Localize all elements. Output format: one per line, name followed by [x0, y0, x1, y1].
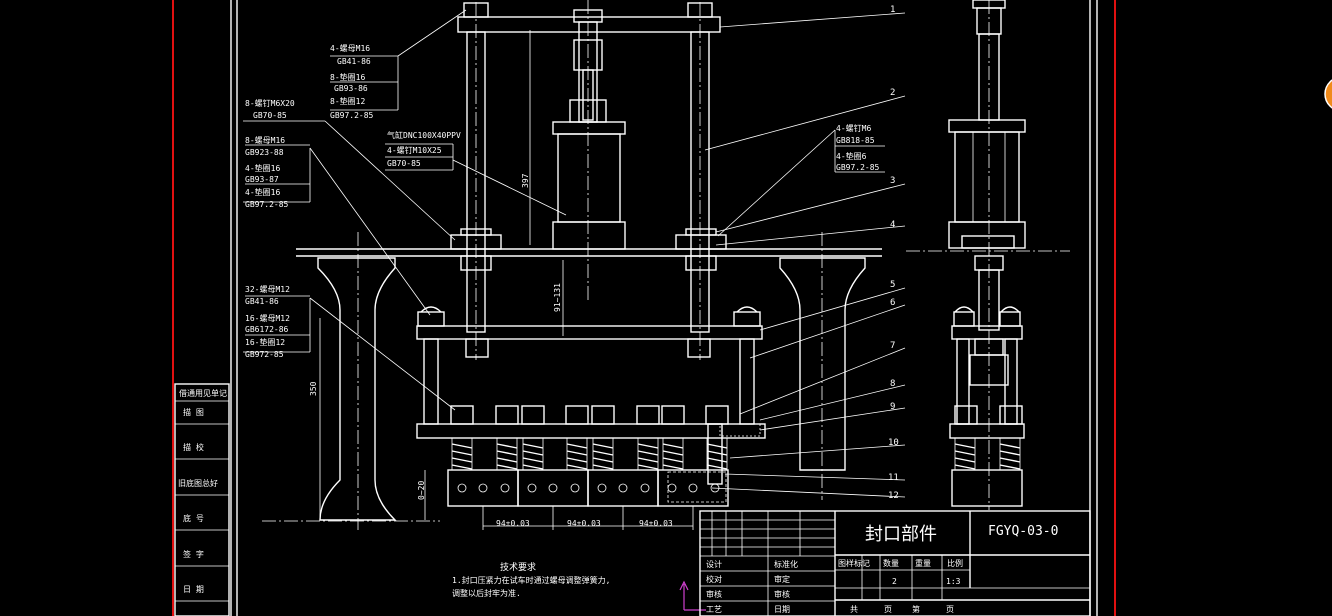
- dim-350: 350: [309, 381, 318, 396]
- side-view: [948, 0, 1026, 510]
- tb-left-0: 设计: [706, 559, 722, 569]
- annot-gb818: GB818-85: [836, 136, 875, 145]
- annot-nut-m16-mid: 8-螺母M16: [245, 135, 285, 145]
- dim-stroke: 91~131: [553, 283, 562, 312]
- part-annotations: 4-螺母M16 GB41-86 8-垫圈16 GB93-86 8-垫圈12 GB…: [245, 43, 880, 359]
- annot-nut-m12: 32-螺母M12: [245, 284, 290, 294]
- annot-washer16-a: 8-垫圈16: [330, 72, 365, 82]
- tb-header-1: 数量: [883, 558, 899, 568]
- annot-gb41-b: GB41-86: [245, 297, 279, 306]
- rev-row-old: 旧底图总好: [178, 478, 218, 488]
- tb-left-2: 审核: [706, 589, 722, 599]
- annot-gb6172: GB6172-86: [245, 325, 289, 334]
- dim-pitch-3: 94±0.03: [639, 519, 673, 528]
- part-number: 2: [890, 88, 895, 98]
- tb-sheet-2: 第: [912, 604, 920, 614]
- scroll-indicator-icon[interactable]: [1324, 77, 1332, 111]
- tb-left-1: 校对: [706, 574, 722, 584]
- annot-washer12-b: 16-垫圈12: [245, 337, 285, 347]
- title-block: 封口部件 FGYQ-03-0 设计 校对 审核 工艺 标准化 审定 审核 日期 …: [699, 510, 1091, 616]
- dim-pitch-1: 94±0.03: [496, 519, 530, 528]
- dim-397: 397: [521, 173, 530, 188]
- annot-screw-m6x20: 8-螺钉M6X20: [245, 98, 295, 108]
- annot-washer12-a: 8-垫圈12: [330, 96, 365, 106]
- revision-panel: 借通用见单记 描 图 描 校 旧底图总好 底 号 签 字 日 期: [174, 383, 230, 616]
- annot-screw-m6: 4-螺钉M6: [836, 123, 871, 133]
- annot-gb972: GB972-85: [245, 350, 284, 359]
- tb-left2-0: 标准化: [774, 559, 798, 569]
- annot-nut-m16-top: 4-螺母M16: [330, 43, 370, 53]
- tb-left2-1: 审定: [774, 574, 790, 584]
- ucs-axis-icon: [679, 580, 706, 611]
- part-number: 7: [890, 341, 895, 351]
- dim-travel: 0~20: [417, 481, 426, 500]
- tb-left2-2: 审核: [774, 589, 790, 599]
- tech-req-line1: 1.封口压紧力在试车时通过螺母调整弹簧力,: [452, 575, 610, 585]
- tb-left2-3: 日期: [774, 605, 790, 614]
- annot-cylinder: 气缸DNC100X40PPV: [387, 130, 461, 140]
- title-block-code: FGYQ-03-0: [988, 524, 1058, 539]
- rev-row-sign: 签 字: [183, 549, 204, 559]
- dim-pitch-2: 94±0.03: [567, 519, 601, 528]
- tech-req-line2: 调整以后封牢为准.: [452, 588, 521, 598]
- tb-qty: 2: [892, 577, 897, 586]
- part-number: 6: [890, 298, 895, 308]
- rev-row-check: 描 校: [183, 442, 204, 452]
- tb-scale: 1:3: [946, 577, 961, 586]
- annot-gb923: GB923-88: [245, 148, 284, 157]
- tech-req-title: 技术要求: [500, 561, 536, 573]
- annot-gb97-c: GB97.2-85: [836, 163, 880, 172]
- part-number: 12: [888, 491, 899, 501]
- tb-sheet-1: 页: [884, 605, 892, 614]
- annot-gb93-b: GB93-87: [245, 175, 279, 184]
- part-number: 8: [890, 379, 895, 389]
- dimension-lines: [319, 30, 694, 530]
- annot-washer16-b: 4-垫圈16: [245, 163, 280, 173]
- title-block-name: 封口部件: [865, 524, 937, 545]
- rev-row-date: 日 期: [183, 585, 204, 594]
- part-number: 3: [890, 176, 895, 186]
- annot-gb97-a: GB97.2-85: [330, 111, 374, 120]
- part-number: 5: [890, 280, 895, 290]
- part-number: 11: [888, 473, 899, 483]
- rev-row-draw: 描 图: [183, 407, 204, 417]
- annot-gb97-b: GB97.2-85: [245, 200, 289, 209]
- annot-screw-m10x25: 4-螺钉M10X25: [387, 145, 442, 155]
- annot-gb93-a: GB93-86: [334, 84, 368, 93]
- rev-row-no: 底 号: [183, 513, 204, 523]
- annot-gb41-top: GB41-86: [337, 57, 371, 66]
- annot-washer6: 4-垫圈6: [836, 151, 867, 161]
- annot-nut-m12-b: 16-螺母M12: [245, 313, 290, 323]
- tb-left-3: 工艺: [706, 605, 722, 614]
- annot-gb70-a: GB70-85: [253, 111, 287, 120]
- revision-panel-title: 借通用见单记: [179, 388, 227, 398]
- part-numbers: 1 2 3 4 5 6 7 8 9 10 11 12: [888, 5, 899, 501]
- tb-header-3: 比例: [947, 558, 963, 568]
- annot-gb70-b: GB70-85: [387, 159, 421, 168]
- tb-sheet-3: 页: [946, 605, 954, 614]
- part-number: 1: [890, 5, 895, 15]
- front-view: [262, 0, 1070, 530]
- annot-washer16-c: 4-垫圈16: [245, 187, 280, 197]
- tb-sheet-0: 共: [850, 605, 858, 614]
- leader-lines: [243, 9, 906, 498]
- technical-requirements: 技术要求 1.封口压紧力在试车时通过螺母调整弹簧力, 调整以后封牢为准.: [452, 561, 610, 598]
- part-number: 4: [890, 220, 895, 230]
- part-number: 9: [890, 402, 895, 412]
- tb-header-0: 图样标记: [838, 558, 870, 568]
- part-number: 10: [888, 438, 899, 448]
- tb-header-2: 重量: [915, 558, 931, 568]
